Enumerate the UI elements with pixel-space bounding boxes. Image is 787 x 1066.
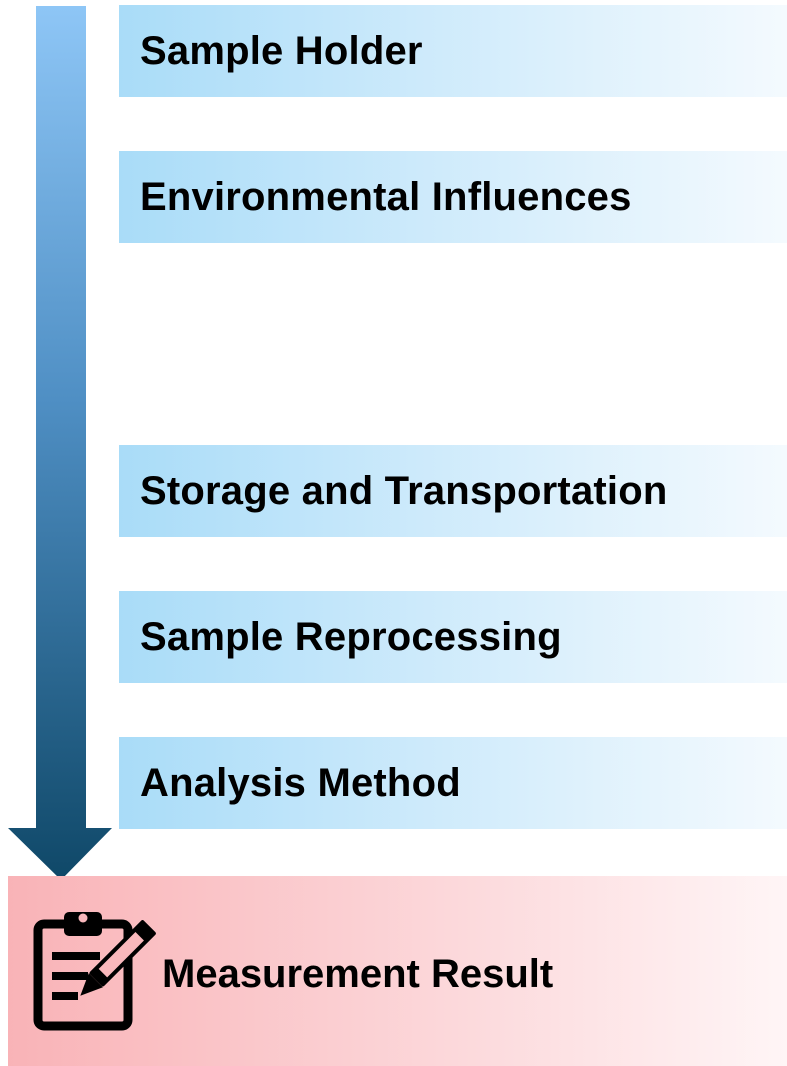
- step-environmental-influences: Environmental Influences: [119, 151, 787, 243]
- flow-arrow: [8, 6, 112, 880]
- step-sample-holder: Sample Holder: [119, 5, 787, 97]
- step-label: Storage and Transportation: [140, 468, 668, 513]
- step-analysis-method: Analysis Method: [119, 737, 787, 829]
- clipboard-pencil-icon: [33, 912, 156, 1031]
- step-label: Analysis Method: [140, 760, 461, 805]
- measurement-result-label: Measurement Result: [162, 952, 554, 996]
- step-label: Environmental Influences: [140, 174, 632, 219]
- step-label: Sample Holder: [140, 28, 423, 73]
- measurement-result-box: Measurement Result: [8, 876, 787, 1066]
- step-sample-reprocessing: Sample Reprocessing: [119, 591, 787, 683]
- step-label: Sample Reprocessing: [140, 614, 562, 659]
- step-storage-and-transportation: Storage and Transportation: [119, 445, 787, 537]
